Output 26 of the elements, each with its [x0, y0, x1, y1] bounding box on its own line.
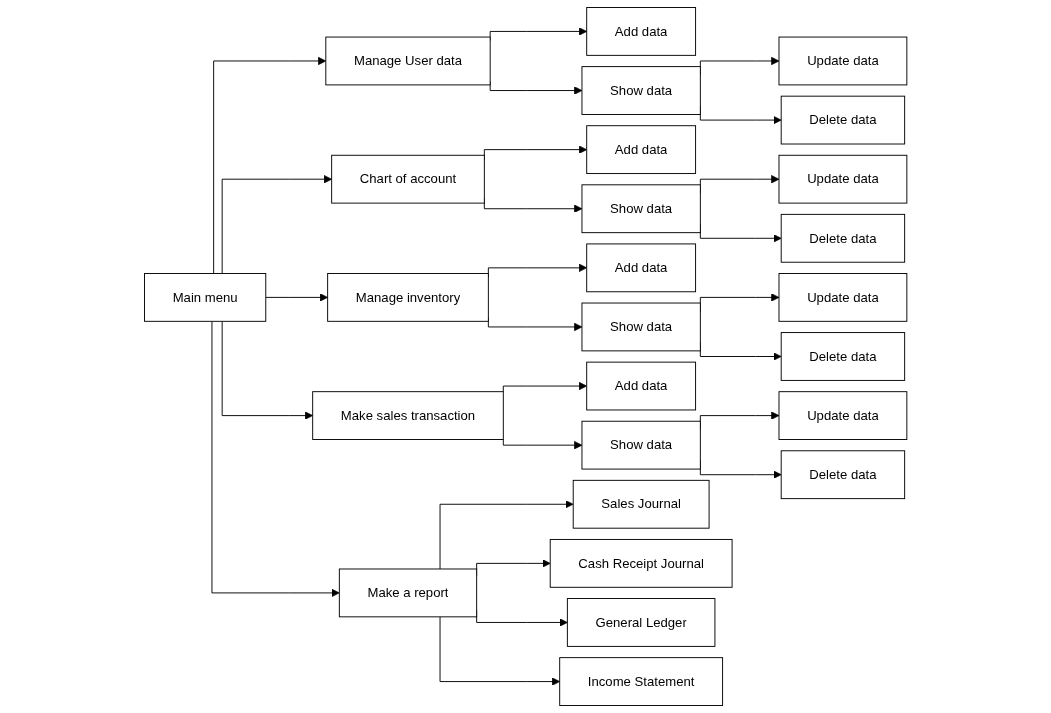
node-box: General Ledger [566, 598, 716, 647]
node-box: Update data [778, 273, 908, 322]
node-box: Add data [586, 361, 696, 411]
node-box: Make a report [338, 568, 477, 618]
node-box: Delete data [780, 450, 905, 500]
node-box: Update data [778, 154, 908, 204]
node-box: Add data [586, 7, 696, 56]
node-box: Show data [581, 302, 701, 352]
node-box: Manage User data [325, 36, 491, 86]
node-box: Manage inventory [326, 273, 489, 322]
node-box: Main menu [143, 273, 267, 322]
node-box: Delete data [780, 332, 905, 381]
node-box: Income Statement [559, 657, 723, 706]
node-box: Update data [778, 391, 908, 440]
node-box: Chart of account [331, 154, 485, 204]
node-box: Delete data [780, 95, 905, 145]
node-box: Add data [586, 243, 696, 293]
node-box: Make sales transaction [312, 391, 504, 440]
node-box: Sales Journal [572, 479, 710, 529]
node-box: Show data [581, 420, 701, 470]
node-box: Add data [586, 125, 696, 175]
node-box: Delete data [780, 213, 905, 263]
node-box: Update data [778, 36, 908, 86]
node-box: Show data [581, 66, 701, 115]
node-box: Cash Receipt Journal [549, 538, 733, 588]
node-box: Show data [581, 184, 701, 234]
